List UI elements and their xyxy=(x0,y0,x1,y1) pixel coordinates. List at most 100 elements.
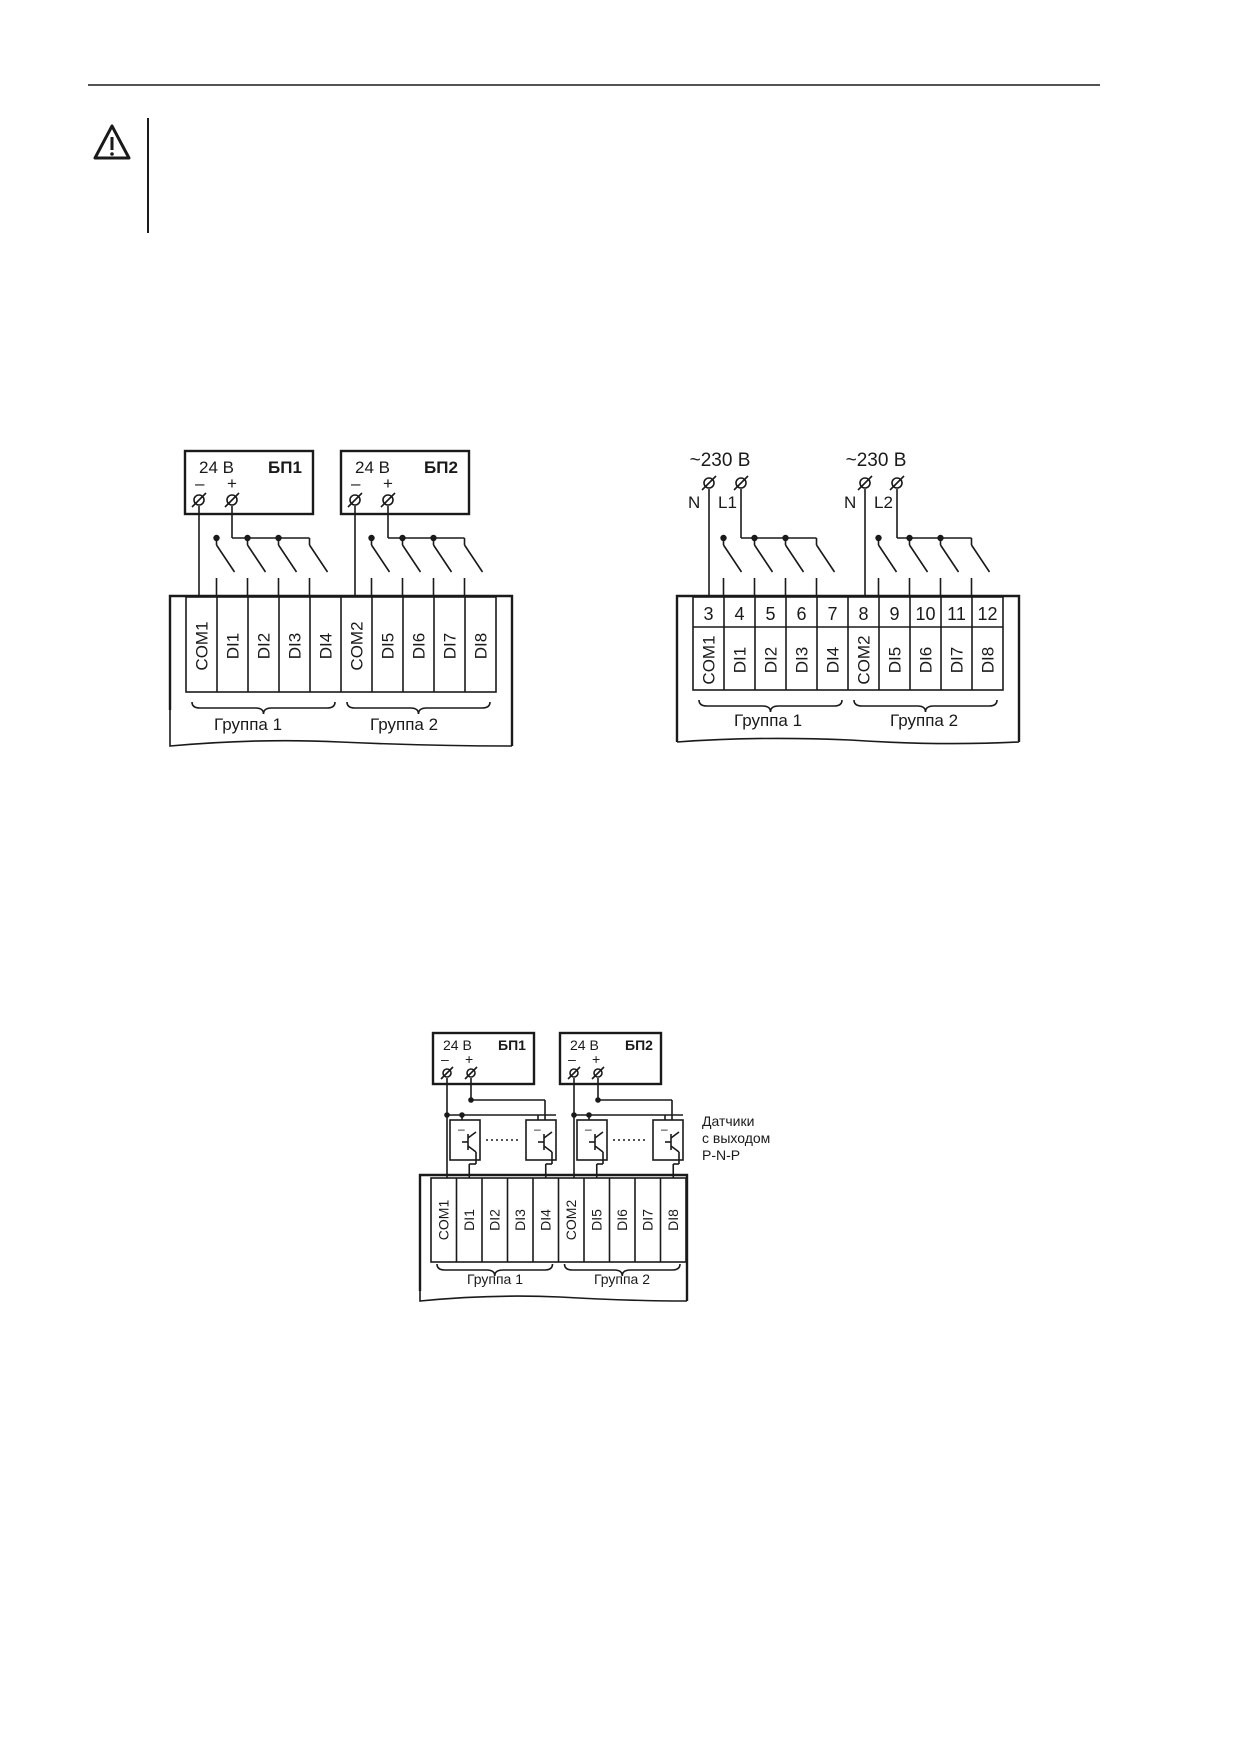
terminal-label-di5: DI5 xyxy=(589,1209,605,1231)
terminal-label-com1: COM1 xyxy=(699,635,718,684)
transistor-emitter xyxy=(670,1145,680,1153)
screw-circle xyxy=(735,477,747,489)
terminal-number-9: 9 xyxy=(889,604,899,624)
switch-blade xyxy=(970,544,991,573)
terminal-label-di7: DI7 xyxy=(947,647,966,673)
switch-blade xyxy=(401,544,422,573)
psu2-minus: – xyxy=(568,1051,576,1067)
device-housing-break xyxy=(676,737,1020,745)
terminal-label-di7: DI7 xyxy=(640,1209,656,1231)
switch-icon xyxy=(815,538,836,597)
sensor-body xyxy=(449,1119,481,1161)
group-brace-2 xyxy=(853,699,998,713)
transistor-emitter xyxy=(543,1145,553,1153)
l2-screw-icon xyxy=(889,475,905,491)
device-housing xyxy=(675,594,1021,742)
group-brace-2 xyxy=(346,701,491,715)
switch-icon xyxy=(939,538,960,597)
transistor-collector xyxy=(543,1131,553,1139)
screw-circle xyxy=(442,1068,452,1078)
l1-screw-icon xyxy=(733,475,749,491)
sensor-body xyxy=(576,1119,608,1161)
group2-label: Группа 2 xyxy=(370,715,438,734)
switch-blade xyxy=(722,544,743,573)
junction-dot xyxy=(444,1112,450,1118)
group1-label: Группа 1 xyxy=(467,1271,523,1287)
n1-label: N xyxy=(688,493,700,512)
device-housing-break xyxy=(169,710,513,747)
sensor-minus: – xyxy=(458,1122,465,1136)
screw-slash xyxy=(567,1066,581,1080)
device-housing xyxy=(168,594,514,746)
switch-blade xyxy=(939,544,960,573)
screw-slash xyxy=(224,492,240,508)
switch-icon xyxy=(308,538,329,597)
switch-icon xyxy=(432,538,453,597)
device-housing-break xyxy=(419,1291,688,1302)
group2-label: Группа 2 xyxy=(594,1271,650,1287)
switch-blade xyxy=(753,544,774,573)
switch-icon xyxy=(277,538,298,597)
terminal-label-com2: COM2 xyxy=(854,635,873,684)
group-brace-1 xyxy=(436,1263,554,1277)
terminal-number-11: 11 xyxy=(947,604,966,624)
psu2-name: БП2 xyxy=(625,1037,653,1053)
screw-slash xyxy=(440,1066,454,1080)
switch-blade xyxy=(784,544,805,573)
diagram-pnp-sensors: 24 В БП1 – + 24 В БП2 – + Датчики с выхо… xyxy=(418,1031,770,1302)
pnp-sensor-icon: – xyxy=(652,1115,684,1178)
screw-slash xyxy=(889,475,905,491)
group-brace-1 xyxy=(191,701,336,715)
sensor-minus: – xyxy=(661,1122,668,1136)
terminal-label-di6: DI6 xyxy=(409,633,428,659)
psu1-plus: + xyxy=(465,1051,473,1067)
sensor-label-line3: P-N-P xyxy=(702,1147,740,1163)
psu1-name: БП1 xyxy=(498,1037,526,1053)
psu1-minus-screw-icon xyxy=(440,1066,454,1080)
psu1-minus-screw-icon xyxy=(191,492,207,508)
psu1-minus: – xyxy=(195,474,205,493)
screw-slash xyxy=(347,492,363,508)
switch-icon xyxy=(370,538,391,597)
pnp-sensor-icon: – xyxy=(525,1115,557,1178)
terminal-label-di3: DI3 xyxy=(792,647,811,673)
switch-blade xyxy=(370,544,391,573)
switch-icon xyxy=(246,538,267,597)
terminal-label-di8: DI8 xyxy=(665,1209,681,1231)
screw-circle xyxy=(226,494,238,506)
terminal-number-4: 4 xyxy=(734,604,744,624)
switch-blade xyxy=(877,544,898,573)
psu1-voltage: 24 В xyxy=(199,458,234,477)
psu2-plus: + xyxy=(383,474,393,493)
group2-label: Группа 2 xyxy=(890,711,958,730)
transistor-collector xyxy=(670,1131,680,1139)
l1-label: L1 xyxy=(718,493,737,512)
screw-circle xyxy=(859,477,871,489)
terminal-number-6: 6 xyxy=(796,604,806,624)
terminal-label-di6: DI6 xyxy=(916,647,935,673)
supply2-label: ~230 В xyxy=(846,450,907,471)
sensor-body xyxy=(525,1119,557,1161)
psu2-box xyxy=(558,1031,663,1086)
psu2-plus-screw-icon xyxy=(380,492,396,508)
screw-slash xyxy=(464,1066,478,1080)
terminal-label-di3: DI3 xyxy=(285,633,304,659)
supply1-label: ~230 В xyxy=(690,450,751,471)
screw-circle xyxy=(593,1068,603,1078)
switch-blade xyxy=(908,544,929,573)
psu2-name: БП2 xyxy=(424,458,458,477)
switch-blade xyxy=(432,544,453,573)
screw-circle xyxy=(382,494,394,506)
transistor-collector xyxy=(594,1131,604,1139)
n2-label: N xyxy=(844,493,856,512)
psu2-box xyxy=(339,449,471,516)
terminal-label-di4: DI4 xyxy=(823,647,842,673)
terminal-label-di2: DI2 xyxy=(487,1209,503,1231)
l2-label: L2 xyxy=(874,493,893,512)
psu2-plus-screw-icon xyxy=(591,1066,605,1080)
psu1-plus-screw-icon xyxy=(464,1066,478,1080)
screw-circle xyxy=(891,477,903,489)
psu1-minus: – xyxy=(441,1051,449,1067)
